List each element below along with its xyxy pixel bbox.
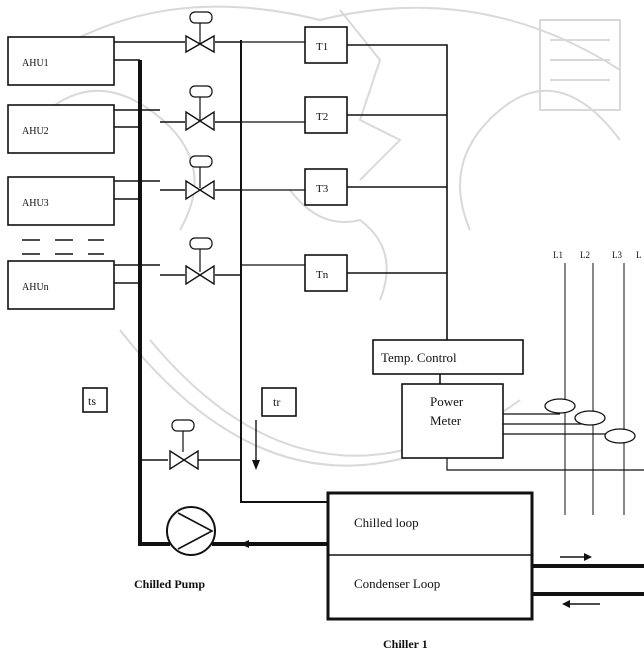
ahu-label: AHU2 bbox=[22, 126, 49, 137]
thermostat-1: T1 bbox=[304, 26, 348, 64]
thermostat-label: T1 bbox=[316, 41, 328, 53]
piping bbox=[114, 40, 644, 596]
condenser-loop-label: Condenser Loop bbox=[354, 576, 440, 591]
thermostat-label: T2 bbox=[316, 111, 328, 123]
control-valve-1 bbox=[185, 11, 215, 54]
control-valve-3 bbox=[185, 155, 215, 201]
ahu-unit-3: AHU3 bbox=[7, 176, 115, 226]
thermostat-n: Tn bbox=[304, 254, 348, 292]
thermostat-2: T2 bbox=[304, 96, 348, 134]
return-sensor-label: tr bbox=[273, 395, 280, 409]
power-meter-box: Power Meter bbox=[401, 383, 504, 459]
phase-line-label: L bbox=[636, 250, 642, 260]
watermark-seal bbox=[19, 5, 621, 467]
ahu-label: AHUn bbox=[22, 282, 49, 293]
ahu-label: AHU3 bbox=[22, 198, 49, 209]
phase-line-label: L1 bbox=[553, 250, 563, 260]
chiller-name: Chiller 1 bbox=[383, 637, 428, 651]
thermostat-3: T3 bbox=[304, 168, 348, 206]
bypass-valve bbox=[169, 419, 199, 471]
pump-label: Chilled Pump bbox=[134, 577, 205, 591]
temp-control-box: Temp. Control bbox=[372, 339, 524, 375]
ahu-unit-2: AHU2 bbox=[7, 104, 115, 154]
control-valve-n bbox=[185, 237, 215, 286]
power-meter-label-line1: Power bbox=[430, 394, 464, 409]
chilled-loop-label: Chilled loop bbox=[354, 515, 419, 530]
control-wiring bbox=[347, 44, 644, 471]
return-temp-sensor: tr bbox=[261, 387, 297, 417]
power-meter-label-line2: Meter bbox=[430, 413, 462, 428]
ahu-label: AHU1 bbox=[22, 58, 49, 69]
thermostat-label: T3 bbox=[316, 183, 329, 195]
phase-lines: L1 L2 L3 L bbox=[544, 250, 642, 515]
supply-temp-sensor: ts bbox=[82, 387, 108, 413]
control-valve-2 bbox=[185, 85, 215, 132]
phase-line-label: L3 bbox=[612, 250, 622, 260]
ahu-unit-n: AHUn bbox=[7, 260, 115, 310]
flow-arrows bbox=[240, 420, 600, 608]
supply-sensor-label: ts bbox=[88, 394, 96, 408]
thermostat-label: Tn bbox=[316, 269, 329, 281]
phase-line-label: L2 bbox=[580, 250, 590, 260]
ahu-unit-1: AHU1 bbox=[7, 36, 115, 86]
chilled-pump bbox=[166, 506, 216, 556]
temp-control-label: Temp. Control bbox=[381, 350, 457, 365]
chiller-unit: Chilled loop Condenser Loop bbox=[326, 491, 534, 621]
ahu-dashes bbox=[22, 239, 104, 255]
